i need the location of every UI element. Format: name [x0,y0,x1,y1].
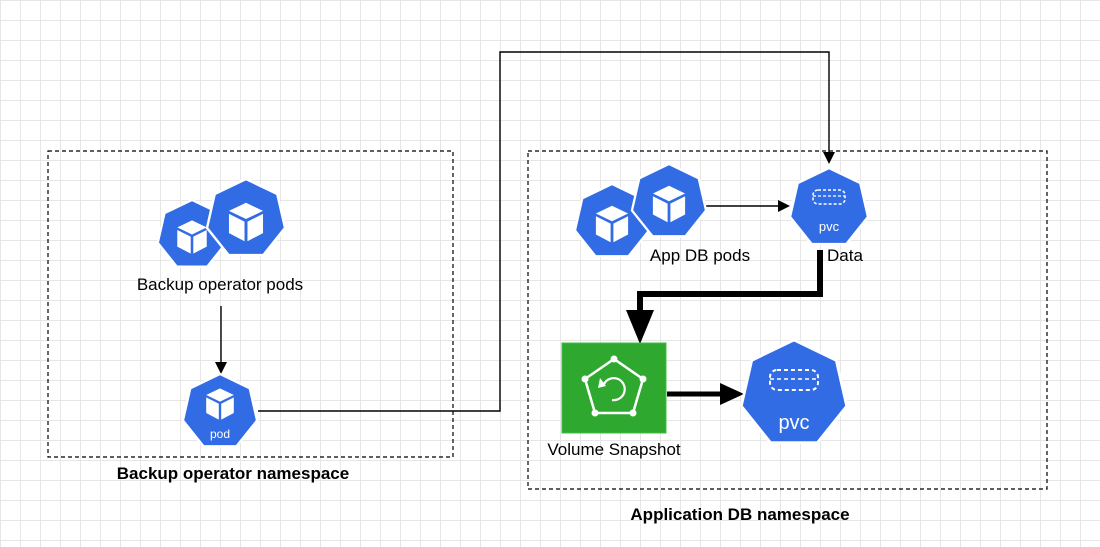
arrowhead-app-to-data [778,200,790,212]
backup-pod-icon: pod [183,374,257,446]
volume-snapshot-label: Volume Snapshot [547,440,681,459]
data-pvc-label: Data [827,246,863,265]
volume-snapshot-icon [561,342,667,434]
backup-namespace-title: Backup operator namespace [117,464,349,483]
backup-namespace-box [47,150,454,458]
app-db-pods-icon [575,164,706,256]
thick-arrowhead-snapshot [626,310,654,344]
application-namespace-box [527,150,1048,490]
thick-arrow-data-to-snapshot [637,250,823,316]
data-pvc-icon-text: pvc [819,219,840,234]
application-namespace-title: Application DB namespace [630,505,849,524]
arrowhead-data [823,152,835,164]
pod-icon-label: pod [210,427,230,441]
snapshot-pvc-icon-text: pvc [778,412,809,434]
arrowhead-pod [215,362,227,374]
connector-pod-to-data [258,51,830,412]
thick-arrowhead-pvc [720,383,744,405]
snapshot-pvc-icon: pvc [741,340,846,443]
data-pvc-icon: pvc [790,168,868,244]
app-db-pods-label: App DB pods [650,246,750,265]
backup-operator-pods-label: Backup operator pods [137,275,303,294]
backup-operator-pods-icon [158,179,285,267]
